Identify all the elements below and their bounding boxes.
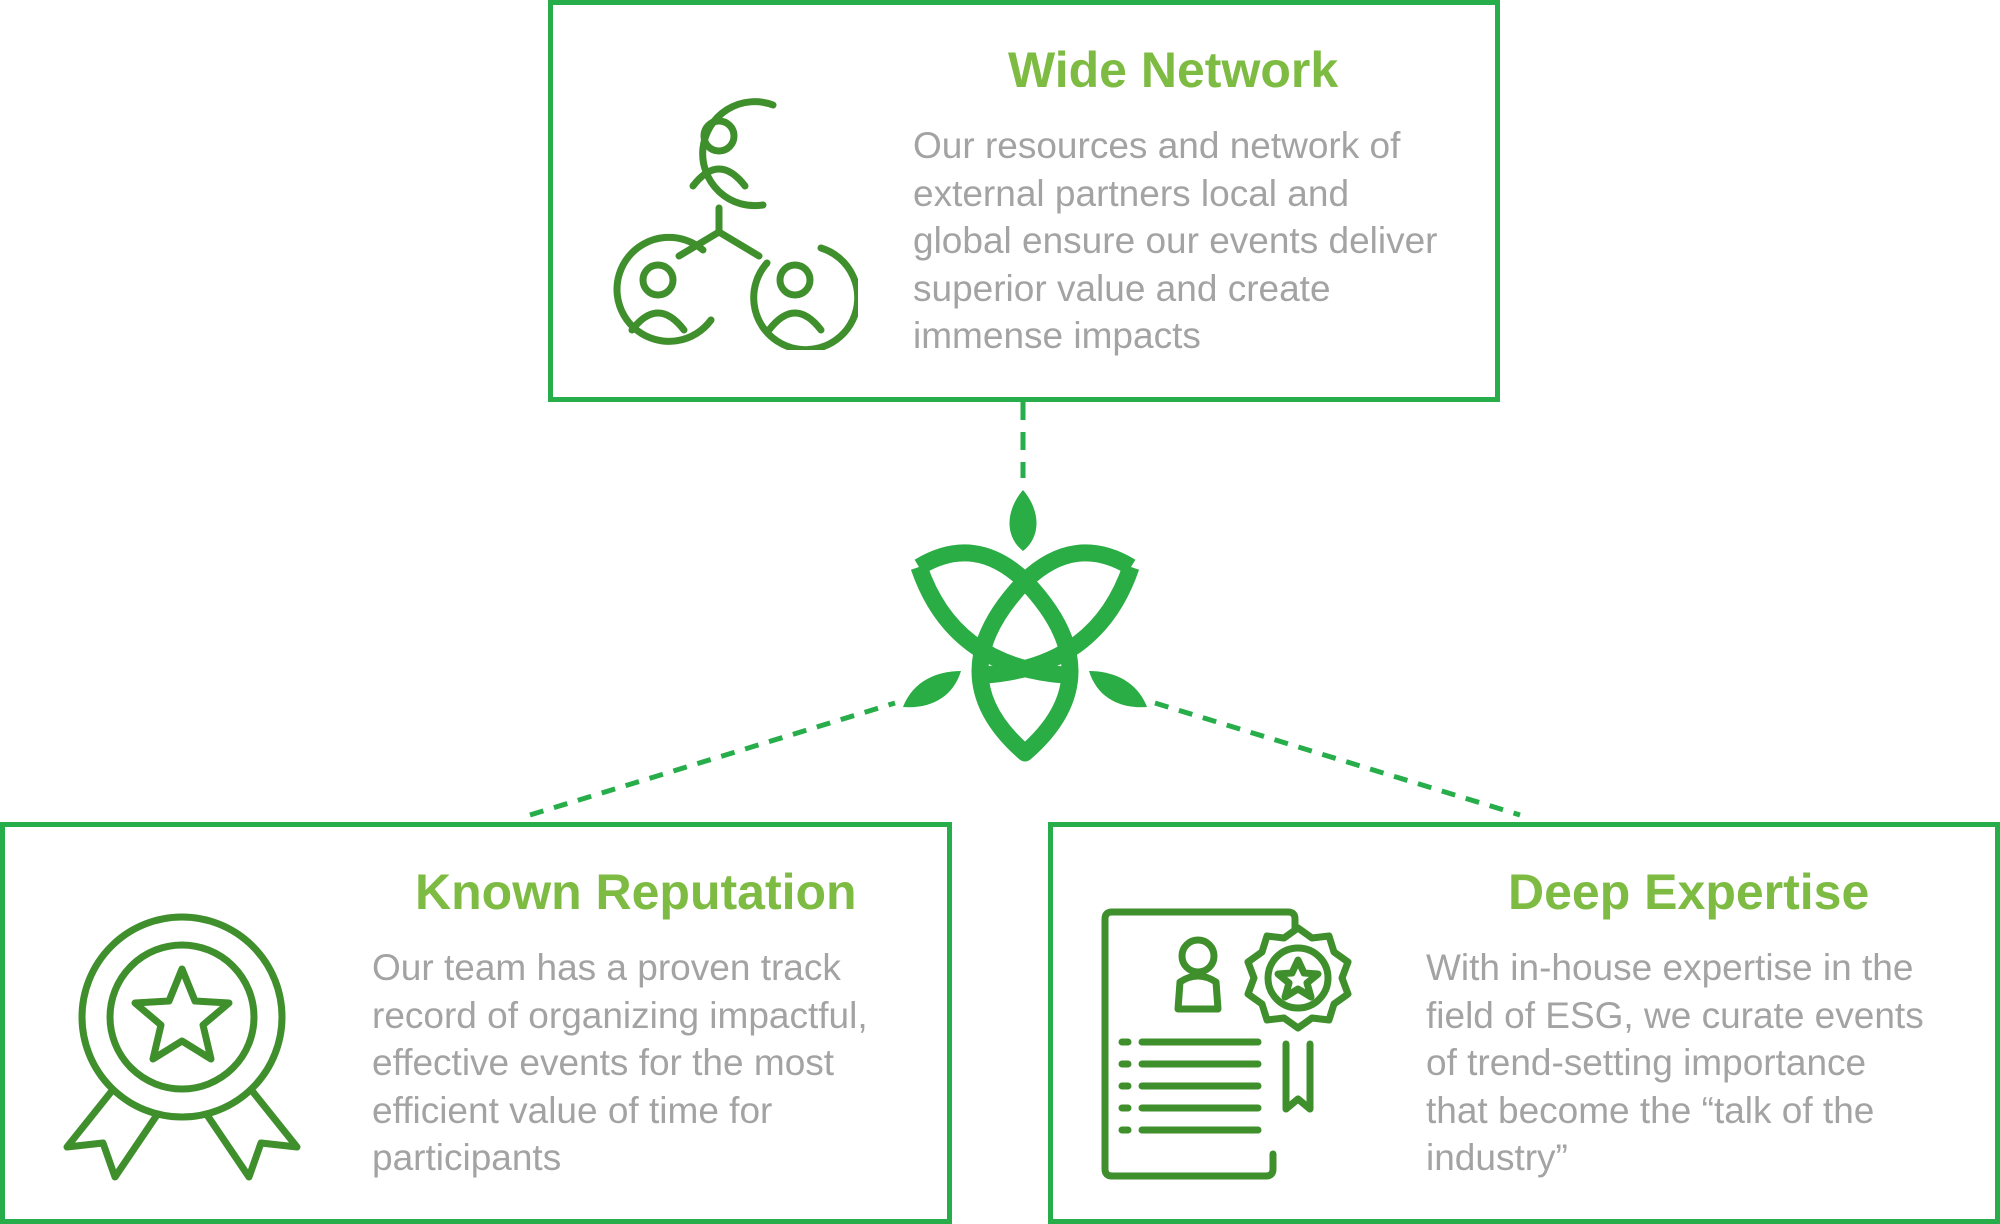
description-line: field of ESG, we curate events bbox=[1426, 994, 1924, 1036]
card-description: Our team has a proven track record of or… bbox=[372, 944, 952, 1182]
description-line: superior value and create bbox=[913, 267, 1331, 309]
description-line: Our team has a proven track bbox=[372, 947, 841, 988]
card-wide-network: Wide Network Our resources and network o… bbox=[548, 0, 1500, 402]
description-line: record of organizing impactful, bbox=[372, 994, 868, 1036]
connector-right bbox=[1154, 700, 1521, 818]
center-logo bbox=[895, 485, 1155, 770]
trinity-leaf-logo-icon bbox=[903, 490, 1147, 762]
card-title: Wide Network bbox=[1008, 42, 1339, 98]
description-line: effective events for the most bbox=[372, 1042, 835, 1083]
description-line: external partners local and bbox=[913, 172, 1350, 214]
card-title: Deep Expertise bbox=[1508, 864, 1870, 920]
award-medal-star-icon bbox=[57, 907, 307, 1182]
description-line: of trend-setting importance bbox=[1426, 1042, 1867, 1083]
description-line: industry” bbox=[1426, 1137, 1568, 1178]
certificate-profile-badge-icon bbox=[1098, 904, 1363, 1184]
card-description: With in-house expertise in the field of … bbox=[1426, 944, 1996, 1182]
description-line: Our resources and network of bbox=[913, 125, 1401, 166]
description-line: With in-house expertise in the bbox=[1426, 947, 1914, 988]
card-known-reputation: Known Reputation Our team has a proven t… bbox=[0, 822, 952, 1224]
description-line: immense impacts bbox=[913, 315, 1201, 356]
card-title: Known Reputation bbox=[415, 864, 857, 920]
description-line: efficient value of time for bbox=[372, 1089, 773, 1131]
card-description: Our resources and network of external pa… bbox=[913, 122, 1493, 360]
connector-left bbox=[529, 700, 896, 818]
card-deep-expertise: Deep Expertise With in-house expertise i… bbox=[1048, 822, 2000, 1224]
description-line: that become the “talk of the bbox=[1426, 1089, 1875, 1131]
description-line: global ensure our events deliver bbox=[913, 220, 1438, 261]
network-people-icon bbox=[583, 80, 858, 350]
description-line: participants bbox=[372, 1137, 562, 1178]
